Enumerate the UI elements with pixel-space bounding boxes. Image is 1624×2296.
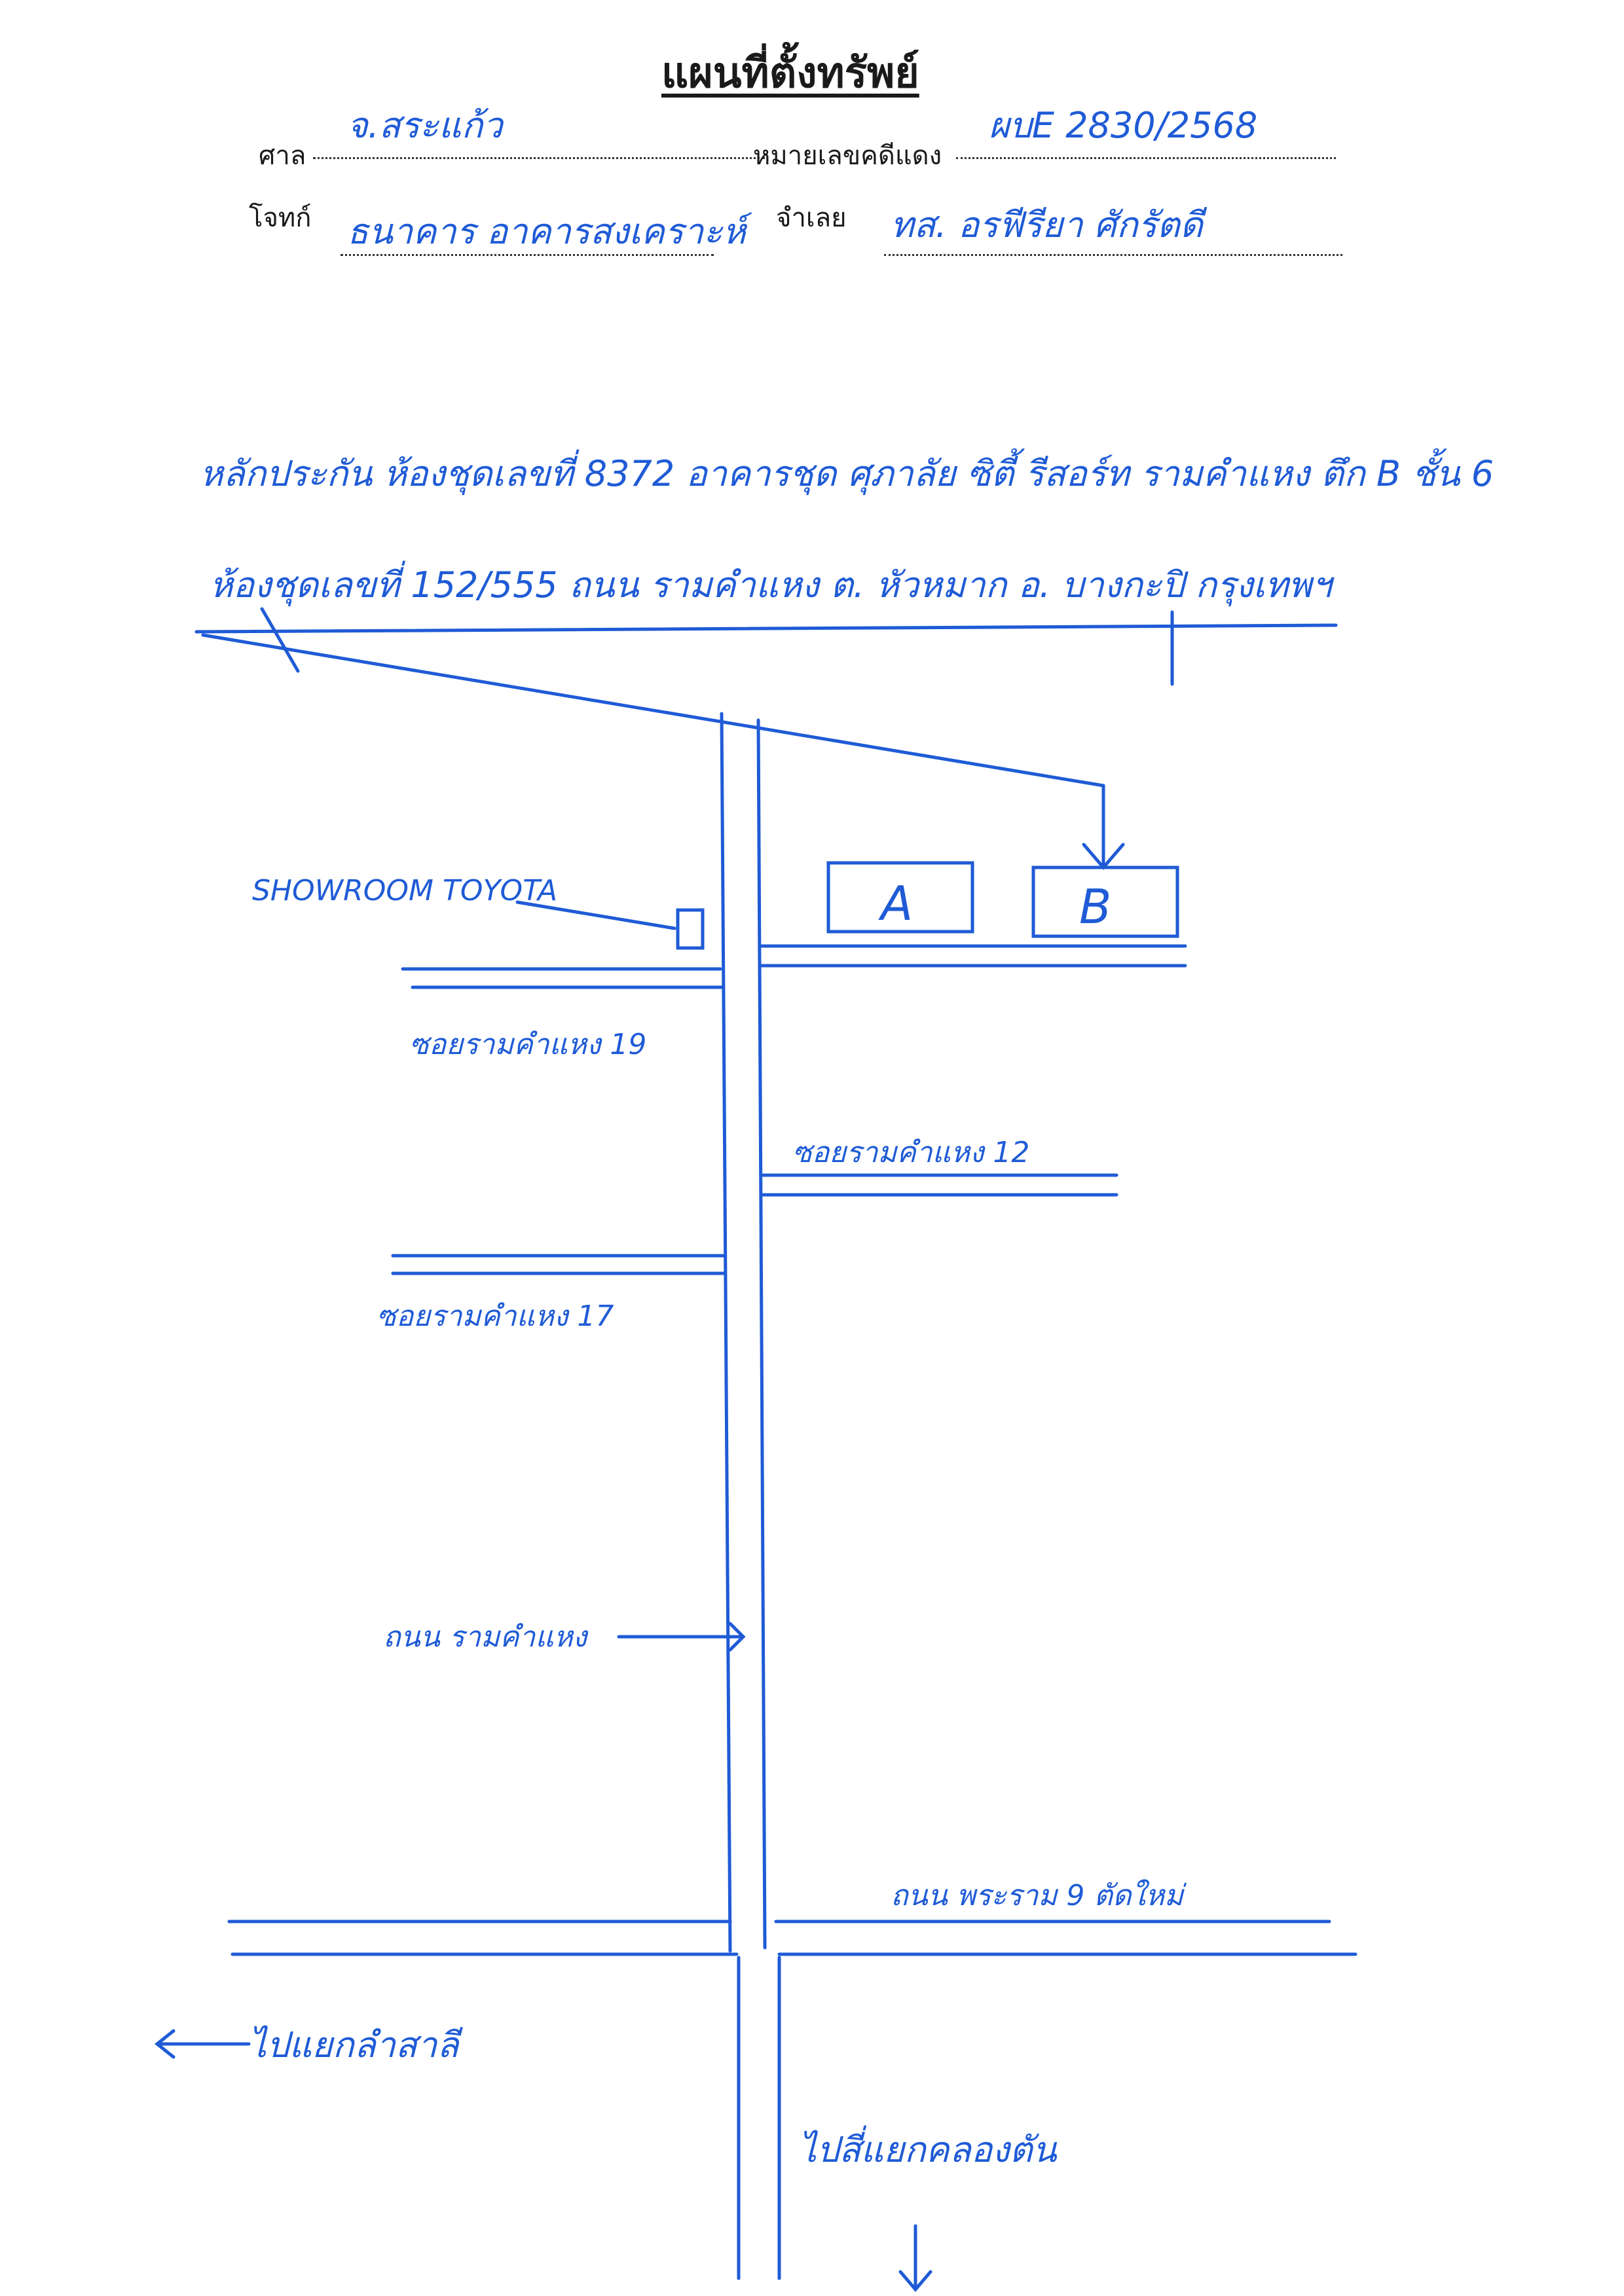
to-left-label: ไปแยกลำสาลี (249, 2024, 459, 2066)
defendant-dotted-line (884, 254, 1342, 256)
to-down-label: ไปสี่แยกคลองตัน (799, 2129, 1057, 2170)
building-a-label: A (878, 876, 913, 931)
defendant-value: ทส. อรฟีรียา ศักรัตดี (891, 204, 1203, 246)
to-left-arrow-head (154, 2029, 175, 2059)
soi-17-label: ซอยรามคำแหง 17 (377, 1300, 614, 1333)
court-value: จ.สระแก้ว (347, 105, 503, 146)
defendant-label: จำเลย (776, 203, 847, 233)
soi-12-label: ซอยรามคำแหง 12 (792, 1136, 1030, 1169)
property-description-line-2: ห้องชุดเลขที่ 152/555 ถนน รามคำแหง ต. หั… (210, 564, 1332, 606)
ramkhamhaeng-road-west-edge (720, 712, 732, 1953)
tick-mark-left (260, 607, 300, 673)
case-number-value: ผบE 2830/2568 (989, 105, 1258, 146)
case-number-label: หมายเลขคดีแดง (753, 141, 942, 171)
ramkhamhaeng-road-east-edge (756, 718, 767, 1950)
description-underline (194, 623, 1338, 634)
pointer-line (201, 633, 1105, 788)
building-b (1031, 866, 1179, 938)
to-down-arrow-head (898, 2270, 932, 2292)
landmark-showroom-label: SHOWROOM TOYOTA (252, 874, 558, 907)
road-rama9-label: ถนน พระราม 9 ตัดใหม่ (891, 1879, 1184, 1912)
plaintiff-value: ธนาคาร อาคารสงเคราะห์ (347, 211, 746, 252)
ramkhamhaeng-label-arrow-head (728, 1622, 746, 1652)
soi-19-label: ซอยรามคำแหง 19 (409, 1028, 647, 1061)
case-number-dotted-line (956, 157, 1336, 159)
plaintiff-dotted-line (341, 254, 714, 256)
plaintiff-label: โจทก์ (249, 203, 312, 233)
building-a (826, 861, 974, 934)
court-dotted-line (313, 157, 765, 159)
building-b-label: B (1079, 879, 1111, 934)
showroom-pointer (515, 900, 676, 930)
page-title: แผนที่ตั้งทรัพย์ (661, 48, 919, 98)
showroom-marker (676, 908, 705, 950)
court-label: ศาล (259, 141, 306, 171)
property-description-line-1: หลักประกัน ห้องชุดเลขที่ 8372 อาคารชุด ศ… (200, 453, 1494, 494)
road-ramkhamhaeng-label: ถนน รามคำแหง (383, 1620, 587, 1654)
